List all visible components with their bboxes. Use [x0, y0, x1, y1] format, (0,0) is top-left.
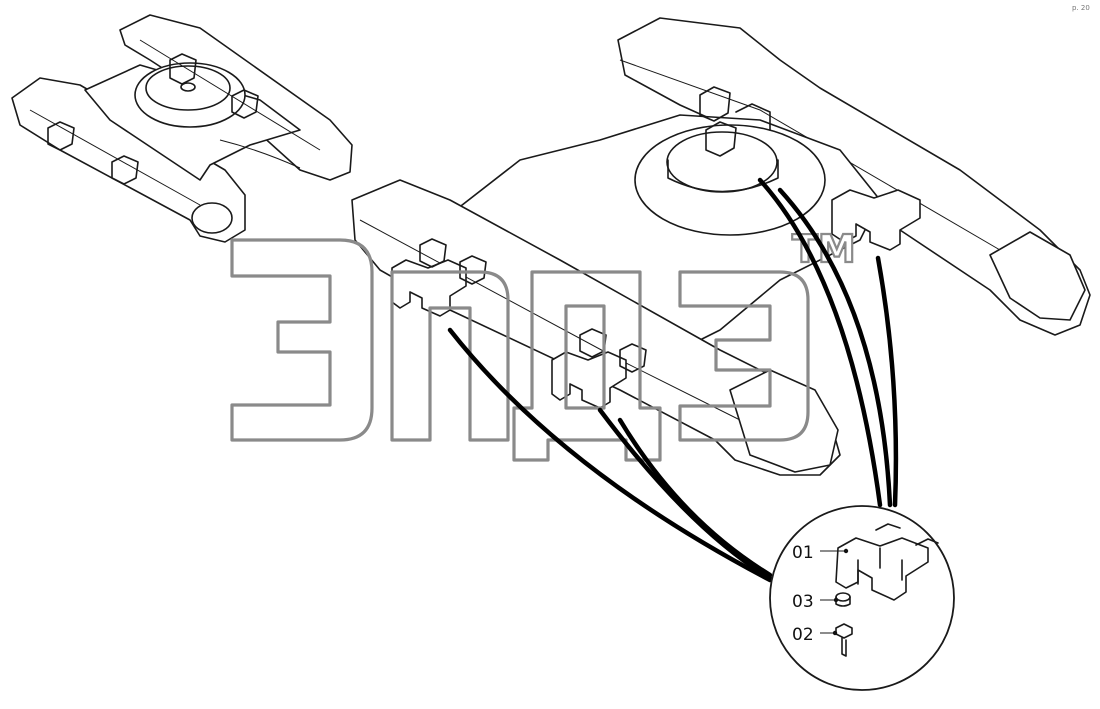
callout-label-01: 01	[792, 543, 814, 563]
watermark-logo: TM	[230, 226, 857, 462]
callout-01: 01	[792, 543, 849, 563]
overview-undercarriage	[11, 14, 353, 243]
callout-02: 02	[792, 625, 838, 645]
trademark-mark: TM	[792, 227, 856, 271]
detail-view	[769, 505, 955, 691]
callout-label-02: 02	[792, 625, 814, 645]
main-undercarriage	[351, 17, 1091, 476]
leader-lines	[447, 177, 899, 583]
callout-label-03: 03	[792, 592, 814, 612]
corner-mark: p. 20	[1072, 4, 1090, 12]
callout-03: 03	[792, 592, 839, 612]
